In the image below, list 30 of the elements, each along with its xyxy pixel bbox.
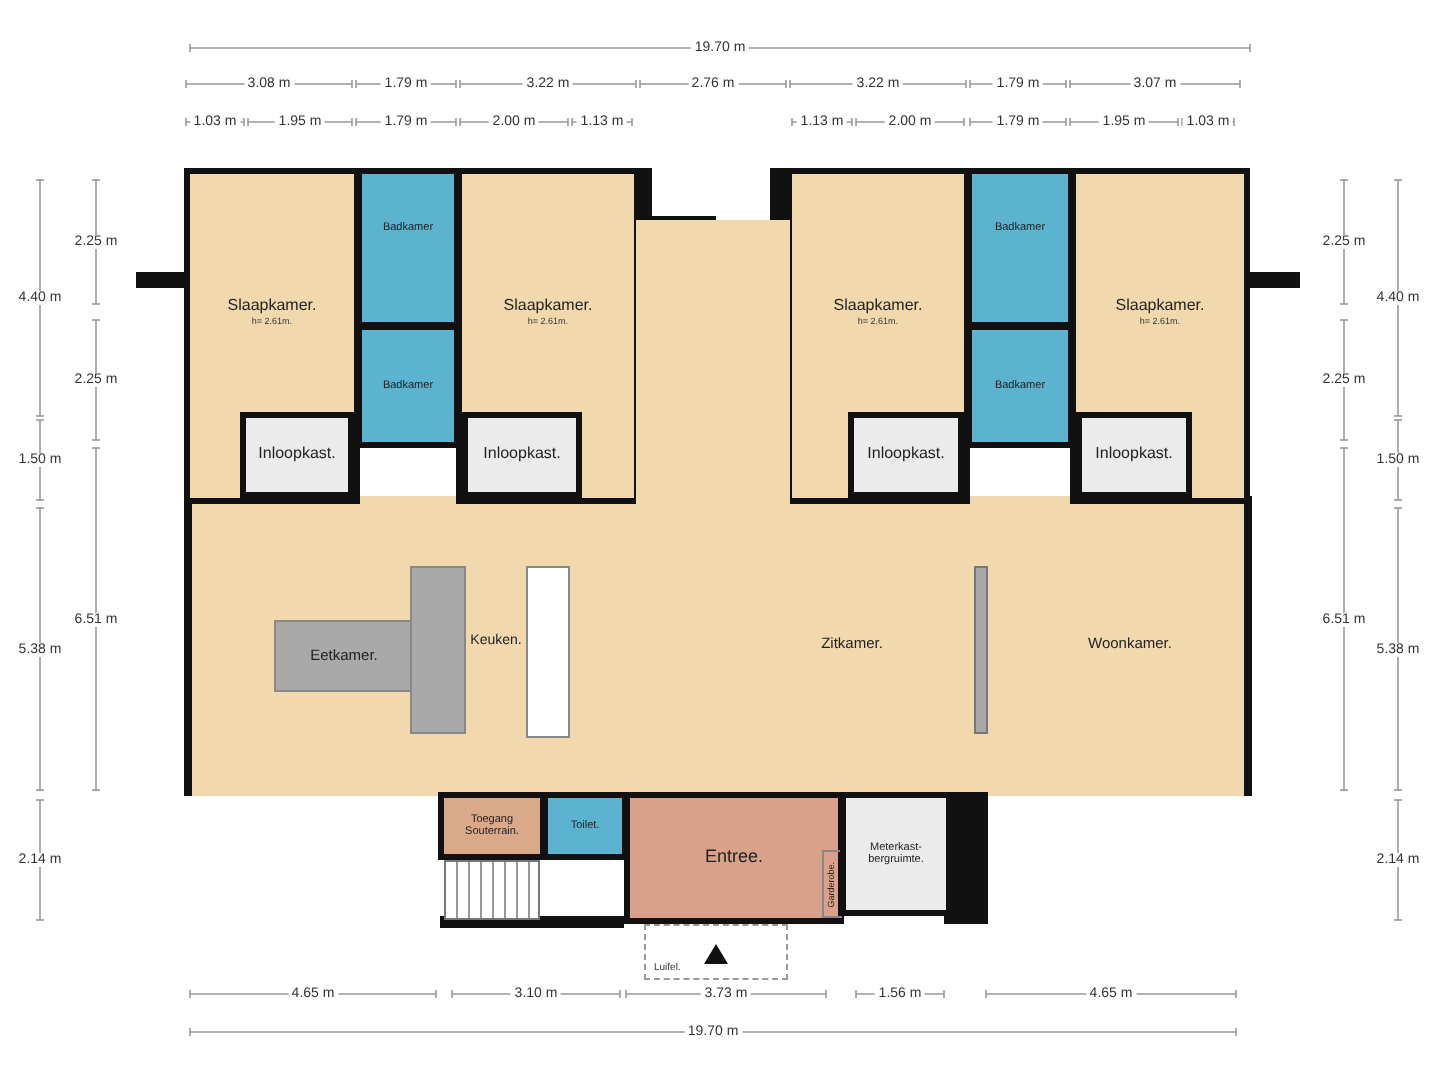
- room: [438, 792, 546, 860]
- room: [184, 168, 360, 504]
- room-label: Inloopkast.: [483, 446, 561, 464]
- kitchen-counter: [526, 566, 570, 738]
- room: [786, 168, 970, 504]
- room-label: Inloopkast.: [1095, 446, 1173, 464]
- canopy-area: [644, 924, 788, 980]
- room: [274, 620, 414, 692]
- room: [542, 792, 628, 860]
- room: [848, 412, 964, 498]
- room-label: Inloopkast.: [867, 446, 945, 464]
- room-label: Slaapkamer.: [227, 298, 317, 316]
- room: [624, 792, 844, 924]
- room-label: Slaapkamer.: [503, 298, 593, 316]
- kitchen-island: [410, 566, 466, 734]
- room: [966, 168, 1074, 328]
- room: [1070, 168, 1250, 504]
- hallway-floor: [636, 220, 790, 504]
- room-label: Inloopkast.: [258, 446, 336, 464]
- room-label: Entree.: [704, 848, 764, 868]
- room: [966, 324, 1074, 448]
- room: [840, 792, 952, 916]
- room: [240, 412, 354, 498]
- room: [1076, 412, 1192, 498]
- room: [356, 324, 460, 448]
- room: [356, 168, 460, 328]
- room: [462, 412, 582, 498]
- room: [456, 168, 640, 504]
- room-label: Slaapkamer.: [1115, 298, 1205, 316]
- room-label: Slaapkamer.: [833, 298, 923, 316]
